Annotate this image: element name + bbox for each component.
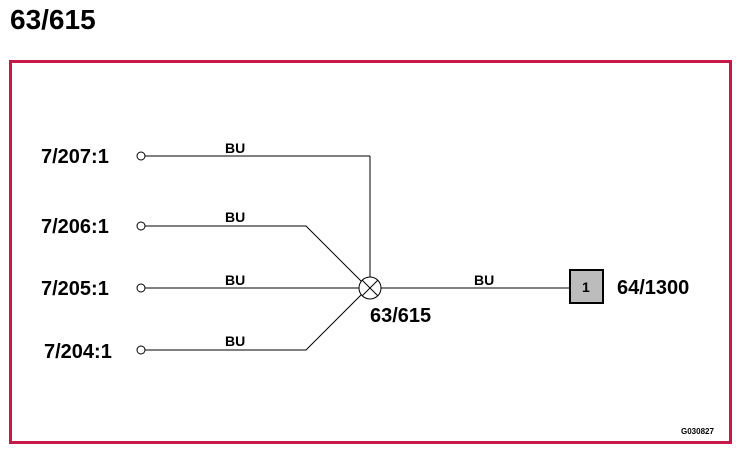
wire-2 <box>145 225 363 283</box>
terminal-circle-icon <box>136 345 146 355</box>
splice-label: 63/615 <box>370 305 431 327</box>
connector-box <box>569 269 604 304</box>
terminal-label: 7/204:1 <box>44 341 112 363</box>
terminal-circle-icon <box>136 151 146 161</box>
drawing-code: G030827 <box>681 427 714 436</box>
terminal-label: 7/205:1 <box>41 278 109 300</box>
terminal-circle-icon <box>136 221 146 231</box>
wire-4 <box>145 293 363 351</box>
wire-color-label: BU <box>474 272 494 288</box>
terminal-label: 7/206:1 <box>41 216 109 238</box>
connector-label: 64/1300 <box>617 277 689 299</box>
wire-color-label: BU <box>225 140 245 156</box>
terminal-label: 7/207:1 <box>41 146 109 168</box>
wire-color-label: BU <box>225 209 245 225</box>
connector-pin-number: 1 <box>582 279 590 295</box>
diagram-frame <box>9 60 732 444</box>
wire-color-label: BU <box>225 272 245 288</box>
splice-junction-icon <box>358 276 382 300</box>
page-title: 63/615 <box>10 4 96 35</box>
terminal-circle-icon <box>136 283 146 293</box>
wire-color-label: BU <box>225 333 245 349</box>
